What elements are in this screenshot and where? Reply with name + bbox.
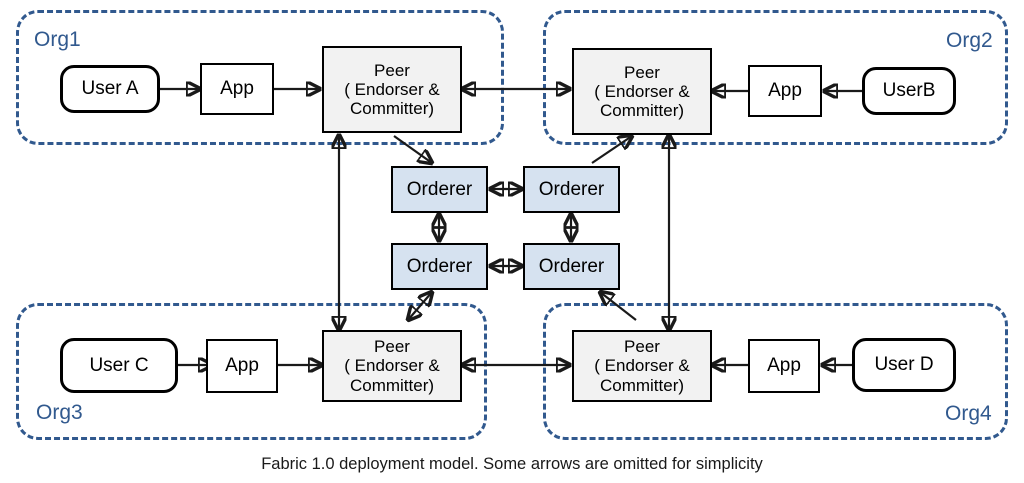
peer-line-1: Peer [374,60,410,80]
org-label-org2: Org2 [946,29,993,52]
peer-line-1: Peer [624,337,660,357]
orderer-node-orderer-2[interactable]: Orderer [523,166,620,213]
peer-node-peer-4[interactable]: Peer ( Endorser & Committer) [572,330,712,402]
app-node-app-3[interactable]: App [206,339,278,393]
orderer-label: Orderer [406,255,473,277]
app-label: App [225,355,259,377]
peer-node-peer-2[interactable]: Peer ( Endorser & Committer) [572,48,712,135]
user-label: UserB [882,80,936,102]
peer-line-3: Committer) [349,375,435,395]
peer-line-3: Committer) [599,375,685,395]
app-node-app-4[interactable]: App [748,339,820,393]
user-label: User C [89,354,149,376]
peer-text: Peer ( Endorser & Committer) [344,337,439,394]
org-label-org3: Org3 [36,401,83,424]
peer-text: Peer ( Endorser & Committer) [594,337,689,394]
app-node-app-2[interactable]: App [748,65,822,117]
app-label: App [768,80,802,102]
app-label: App [767,355,801,377]
org-boundary-org1 [16,10,504,145]
peer-node-peer-3[interactable]: Peer ( Endorser & Committer) [322,330,462,402]
peer-line-2: ( Endorser & [344,356,440,376]
user-label: User A [81,78,139,100]
arrow-peer-1-to-orderer-1 [393,135,432,163]
peer-text: Peer ( Endorser & Committer) [594,63,689,120]
peer-line-2: ( Endorser & [594,356,690,376]
peer-line-3: Committer) [349,99,435,119]
diagram-caption: Fabric 1.0 deployment model. Some arrows… [261,455,763,473]
peer-text: Peer ( Endorser & Committer) [344,61,439,118]
orderer-label: Orderer [538,178,605,200]
app-label: App [220,78,254,100]
user-node-user-b[interactable]: UserB [862,67,956,115]
orderer-node-orderer-1[interactable]: Orderer [391,166,488,213]
user-label: User D [874,354,934,376]
app-node-app-1[interactable]: App [200,63,274,115]
orderer-label: Orderer [538,255,605,277]
peer-line-3: Committer) [599,101,685,121]
arrow-peer-4-to-orderer-4 [600,292,637,321]
peer-line-2: ( Endorser & [344,79,440,99]
orderer-node-orderer-3[interactable]: Orderer [391,243,488,290]
orderer-node-orderer-4[interactable]: Orderer [523,243,620,290]
peer-line-1: Peer [624,62,660,82]
arrow-orderer-3-peer-3 [408,292,432,320]
user-node-user-c[interactable]: User C [60,338,178,393]
peer-node-peer-1[interactable]: Peer ( Endorser & Committer) [322,46,462,133]
peer-line-1: Peer [374,337,410,357]
arrow-orderer-2-to-peer-2 [591,136,632,164]
user-node-user-a[interactable]: User A [60,65,160,113]
org-boundary-org2 [543,10,1008,145]
peer-line-2: ( Endorser & [594,81,690,101]
org-label-org1: Org1 [34,28,81,51]
orderer-label: Orderer [406,178,473,200]
user-node-user-d[interactable]: User D [852,338,956,392]
org-label-org4: Org4 [945,402,992,425]
